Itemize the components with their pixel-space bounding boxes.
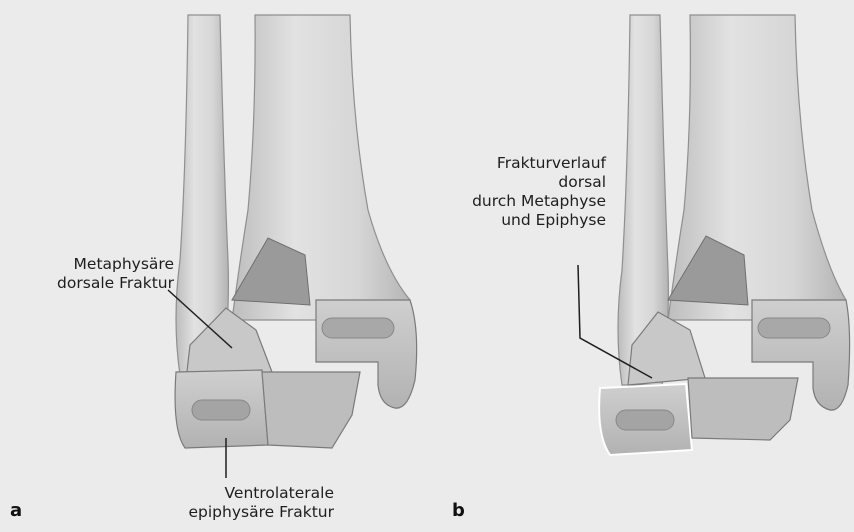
label-course-line-1: Frakturverlauf <box>456 154 606 173</box>
label-metaphyseal-line-1: Metaphysäre <box>38 255 174 274</box>
epiphysis-inner-a <box>192 400 250 420</box>
panel-letter-b: b <box>452 500 465 521</box>
label-metaphyseal-line-2: dorsale Fraktur <box>38 274 174 293</box>
label-epiphyseal-line-1: Ventrolaterale <box>164 484 334 503</box>
label-metaphyseal-fracture: Metaphysäre dorsale Fraktur <box>38 255 174 293</box>
label-course-line-4: und Epiphyse <box>456 211 606 230</box>
label-epiphyseal-line-2: epiphysäre Fraktur <box>164 503 334 522</box>
panel-b-drawing <box>578 15 850 455</box>
epiphysis-inner-b <box>616 410 674 430</box>
label-course-line-3: durch Metaphyse <box>456 192 606 211</box>
medial-malleolus-inner-b <box>758 318 830 338</box>
epiphysis-medial-b <box>688 378 798 440</box>
panel-a-drawing <box>168 15 417 478</box>
epiphysis-medial-a <box>262 372 360 448</box>
medial-malleolus-inner-a <box>322 318 394 338</box>
label-epiphyseal-fracture: Ventrolaterale epiphysäre Fraktur <box>164 484 334 522</box>
panel-letter-a: a <box>10 500 22 521</box>
label-course-line-2: dorsal <box>456 173 606 192</box>
label-fracture-course: Frakturverlauf dorsal durch Metaphyse un… <box>456 154 606 230</box>
